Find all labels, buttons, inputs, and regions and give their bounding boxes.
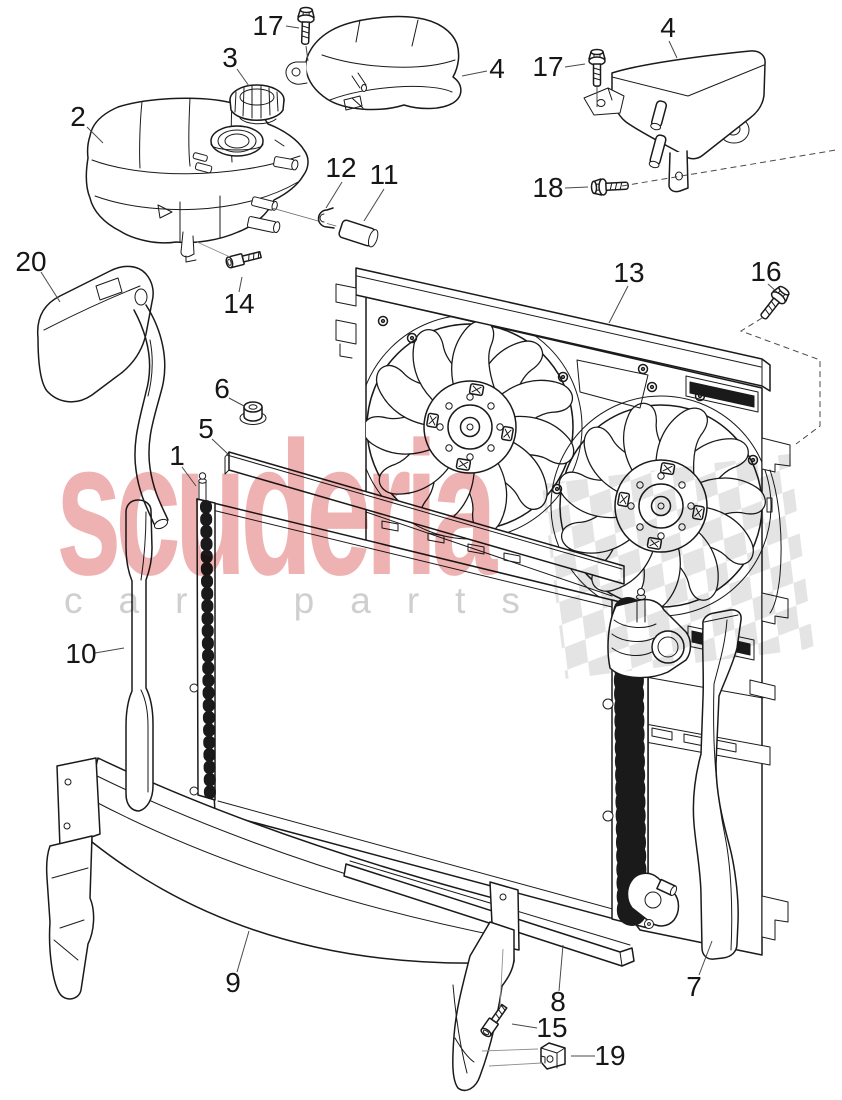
- radiator-outlet-elbow: [626, 872, 680, 929]
- bolt-part-17-right: [588, 48, 606, 87]
- bumper-right-end: [452, 881, 520, 1092]
- bolt-part-17-left: [296, 6, 316, 46]
- clip-nut-part-19: [540, 1042, 566, 1070]
- bolt-part-16: [755, 283, 793, 324]
- bolt-part-18: [590, 176, 630, 197]
- clip-part-12: [317, 207, 335, 229]
- side-strip-part-10: [125, 499, 154, 812]
- bumper-reinforcement-part-9: [45, 757, 515, 1000]
- cover-part-4-left: [285, 15, 462, 111]
- filler-cap-part-3: [229, 84, 285, 125]
- reservoir-pouch-part-20: [36, 265, 169, 530]
- crossbar-part-8: [343, 860, 635, 967]
- cover-part-4-right: [583, 50, 766, 193]
- bolt-part-14: [224, 248, 263, 270]
- hose-part-11: [338, 219, 379, 248]
- radiator-part-1: [189, 472, 649, 935]
- grommet-part-6: [239, 401, 267, 425]
- expansion-tank-part-2: [85, 97, 309, 263]
